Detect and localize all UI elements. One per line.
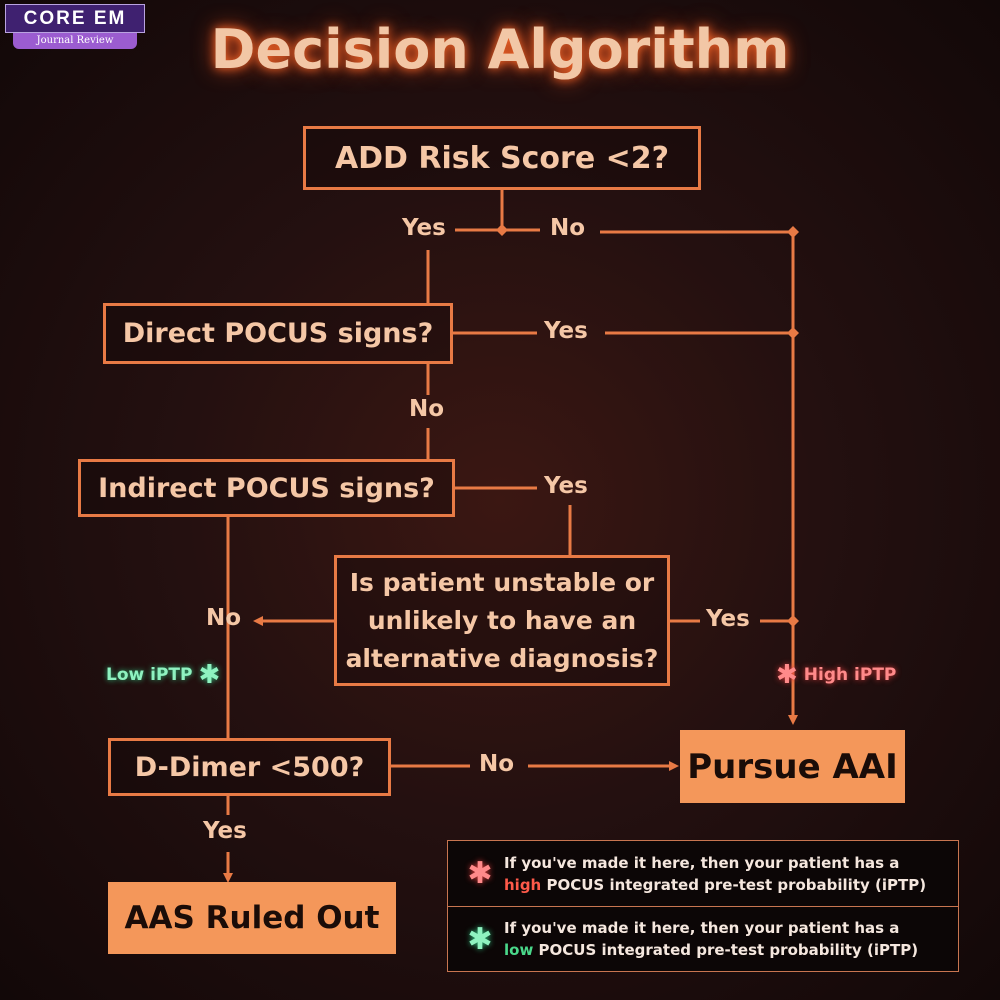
node-direct-pocus: Direct POCUS signs?	[103, 303, 453, 364]
node-unstable: Is patient unstable or unlikely to have …	[334, 555, 670, 686]
edge-label-ddimer-no: No	[479, 751, 515, 777]
legend-high-after: POCUS integrated pre-test probability (i…	[546, 875, 927, 894]
brand-subtitle: Journal Review	[13, 33, 137, 49]
edge-label-ddimer-yes: Yes	[203, 818, 247, 844]
legend-high-text: If you've made it here, then your patien…	[504, 852, 926, 896]
edge-label-direct-no: No	[409, 396, 445, 422]
edge-label-add-yes: Yes	[402, 215, 446, 241]
node-ddimer: D-Dimer <500?	[108, 738, 391, 796]
edge-label-unstable-no: No	[206, 605, 242, 631]
junction-dot	[787, 226, 799, 238]
node-add-risk: ADD Risk Score <2?	[303, 126, 701, 190]
asterisk-low-icon: ✱	[198, 660, 221, 690]
low-iptp-marker: Low iPTP ✱	[106, 662, 220, 688]
asterisk-high-icon: ✱	[467, 856, 493, 891]
legend-high-word: high	[504, 875, 542, 894]
legend-low-after: POCUS integrated pre-test probability (i…	[538, 941, 919, 959]
legend-low-text: If you've made it here, then your patien…	[504, 917, 918, 961]
legend: ✱ If you've made it here, then your pati…	[447, 840, 959, 972]
edge-label-indirect-yes: Yes	[544, 473, 588, 499]
core-em-badge: CORE EM Journal Review	[5, 4, 145, 49]
junction-dot	[787, 615, 799, 627]
legend-low-word: low	[504, 941, 534, 959]
edge-label-unstable-yes: Yes	[706, 606, 750, 632]
legend-high-before: If you've made it here, then your patien…	[504, 853, 900, 872]
junction-dot	[496, 224, 508, 236]
high-iptp-label: High iPTP	[803, 665, 897, 685]
legend-low-before: If you've made it here, then your patien…	[504, 919, 900, 937]
page-title: Decision Algorithm	[210, 18, 790, 81]
legend-row-low: ✱ If you've made it here, then your pati…	[448, 906, 958, 971]
edge-label-add-no: No	[550, 215, 586, 241]
legend-row-high: ✱ If you've made it here, then your pati…	[448, 841, 958, 906]
asterisk-low-icon: ✱	[467, 921, 493, 957]
high-iptp-marker: ✱ High iPTP	[776, 662, 896, 688]
brand-name: CORE EM	[5, 4, 145, 33]
node-indirect-pocus: Indirect POCUS signs?	[78, 459, 455, 517]
low-iptp-label: Low iPTP	[106, 665, 193, 685]
node-aas-ruled-out: AAS Ruled Out	[108, 882, 396, 954]
asterisk-high-icon: ✱	[776, 660, 798, 690]
node-pursue-aai: Pursue AAI	[680, 730, 905, 803]
edge-label-direct-yes: Yes	[544, 318, 588, 344]
junction-dot	[787, 327, 799, 339]
